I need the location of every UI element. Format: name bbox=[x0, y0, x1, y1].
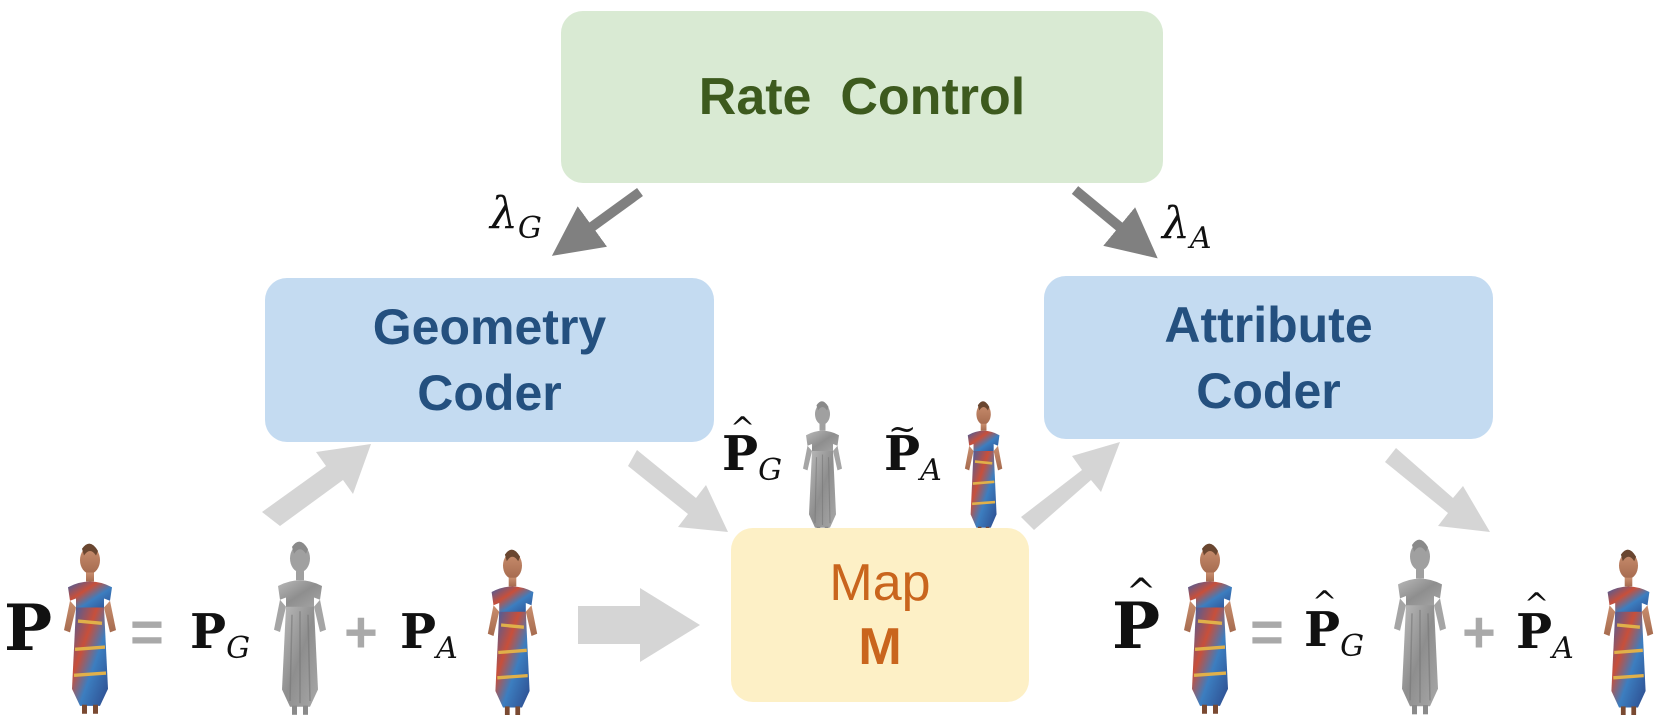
arrow-input-to-map bbox=[578, 588, 700, 662]
input-pa-label: PA bbox=[400, 604, 458, 666]
input-attribute-figure bbox=[486, 547, 539, 715]
input-p-label: P bbox=[4, 591, 52, 666]
output-pg-accent: ^ bbox=[1312, 585, 1337, 620]
output-equals-sign: = bbox=[1250, 600, 1284, 665]
output-pa-accent: ^ bbox=[1524, 587, 1549, 622]
p-tilde-a-label: PA bbox=[884, 426, 942, 488]
attribute-coder-line2: Coder bbox=[1196, 362, 1341, 419]
arrow-geometry-to-map bbox=[628, 450, 728, 532]
output-geometry-figure bbox=[1393, 538, 1447, 715]
attribute-coder-box: Attribute Coder bbox=[1044, 276, 1493, 439]
input-geometry-figure bbox=[273, 540, 327, 715]
output-plus-sign: + bbox=[1462, 600, 1496, 665]
p-tilde-a-accent: ~ bbox=[888, 409, 917, 449]
output-colored-figure bbox=[1182, 541, 1238, 715]
input-equals-sign: = bbox=[130, 600, 164, 665]
p-hat-g-label: PG bbox=[722, 426, 782, 488]
map-label: Map bbox=[829, 554, 931, 612]
geometry-coder-box: Geometry Coder bbox=[265, 278, 714, 442]
lambda-g-label: λG bbox=[488, 188, 542, 246]
geometry-coder-line2: Coder bbox=[417, 365, 562, 421]
map-symbol: M bbox=[858, 618, 902, 676]
p-hat-g-accent: ^ bbox=[730, 411, 755, 446]
arrow-attribute-to-output bbox=[1385, 448, 1490, 532]
geometry-coder-line1: Geometry bbox=[372, 299, 607, 355]
rate-control-label: Rate Control bbox=[698, 68, 1026, 126]
arrow-rate-to-geometry bbox=[551, 187, 643, 256]
output-p-hat-label: P bbox=[1112, 589, 1160, 664]
output-pa-label: PA bbox=[1516, 604, 1574, 666]
output-attribute-figure bbox=[1602, 547, 1655, 715]
attribute-estimate-figure bbox=[963, 399, 1004, 536]
rate-control-box: Rate Control bbox=[561, 11, 1163, 183]
attribute-coder-line1: Attribute bbox=[1164, 296, 1373, 353]
lambda-a-label: λA bbox=[1160, 198, 1212, 256]
input-colored-figure bbox=[62, 541, 118, 715]
arrow-map-to-attribute bbox=[1021, 442, 1120, 530]
geometry-reconstruction-figure bbox=[802, 400, 843, 535]
arrow-input-to-geometry bbox=[262, 444, 371, 526]
output-pg-label: PG bbox=[1304, 602, 1364, 664]
map-box: Map M bbox=[731, 528, 1029, 702]
input-plus-sign: + bbox=[344, 600, 378, 665]
arrow-rate-to-attribute bbox=[1071, 186, 1158, 259]
output-p-hat-accent: ^ bbox=[1126, 572, 1156, 613]
input-pg-label: PG bbox=[190, 604, 250, 666]
